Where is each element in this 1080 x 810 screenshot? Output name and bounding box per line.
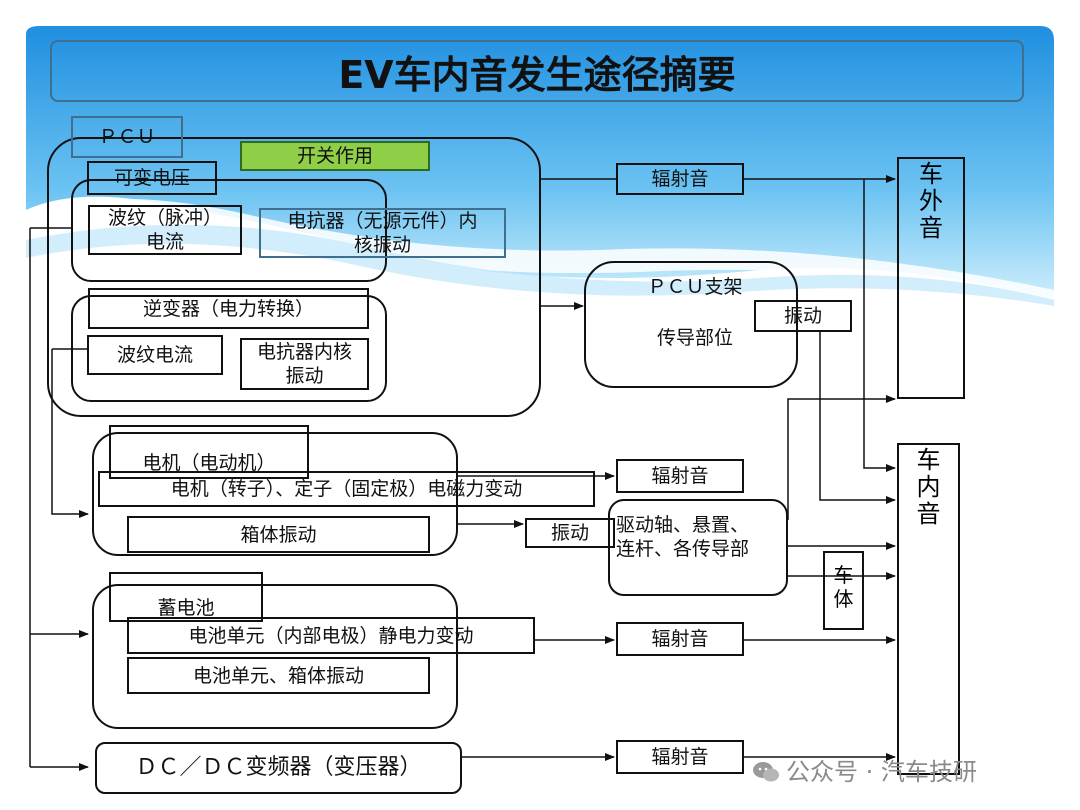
battery-group (92, 584, 458, 729)
pcu-bracket-title: ＰＣＵ支架 (647, 276, 743, 298)
watermark: 公众号 · 汽车技研 (752, 752, 977, 787)
reactor-core-vibration-box: 电抗器内核 振动 (240, 338, 369, 390)
motor-group (92, 432, 458, 556)
battery-cell-force-box: 电池单元（内部电极）静电力变动 (127, 617, 535, 654)
radiation-sound-box-dcdc: 辐射音 (616, 740, 744, 774)
ripple-current-box: 波纹电流 (87, 335, 223, 375)
bracket-vibration-box: 振动 (754, 300, 852, 332)
radiation-sound-box-battery: 辐射音 (616, 622, 744, 656)
battery-cell-case-box: 电池单元、箱体振动 (127, 657, 430, 694)
exterior-sound-box: 车 外 音 (897, 157, 965, 399)
page-title: EV车内音发生途径摘要 (50, 40, 1024, 102)
battery-title-box: 蓄电池 (109, 572, 263, 622)
wechat-icon (752, 761, 780, 783)
inverter-box: 逆变器（电力转换） (88, 288, 369, 329)
pcu-bracket-subtitle: 传导部位 (656, 327, 733, 349)
watermark-text: 公众号 · 汽车技研 (786, 758, 977, 786)
motor-case-vibration-box: 箱体振动 (127, 516, 430, 553)
radiation-sound-box-motor: 辐射音 (616, 459, 744, 493)
interior-sound-box: 车 内 音 (897, 443, 960, 775)
pcu-bracket-group (584, 261, 798, 388)
pcu-group (47, 137, 541, 417)
variable-voltage-box: 可变电压 (87, 161, 217, 195)
ripple-pulse-current-box: 波纹（脉冲） 电流 (88, 205, 242, 255)
switch-action-box: 开关作用 (240, 141, 430, 171)
drive-parts-group (608, 499, 788, 596)
radiation-sound-box-pcu: 辐射音 (616, 163, 744, 195)
motor-em-force-box: 电机（转子）、定子（固定极）电磁力变动 (98, 471, 595, 507)
motor-title-box: 电机（电动机） (109, 425, 309, 479)
drive-parts-label: 驱动轴、悬置、 连杆、各传导部 (616, 514, 750, 560)
dcdc-converter-box: ＤＣ／ＤＣ变频器（变压器） (95, 742, 462, 794)
pcu-label: ＰＣＵ (71, 116, 183, 158)
reactor-passive-vibration-box: 电抗器（无源元件）内 核振动 (259, 208, 506, 258)
car-body-box: 车 体 (823, 551, 864, 630)
motor-vibration-box: 振动 (525, 518, 615, 548)
variable-voltage-group (71, 179, 387, 282)
